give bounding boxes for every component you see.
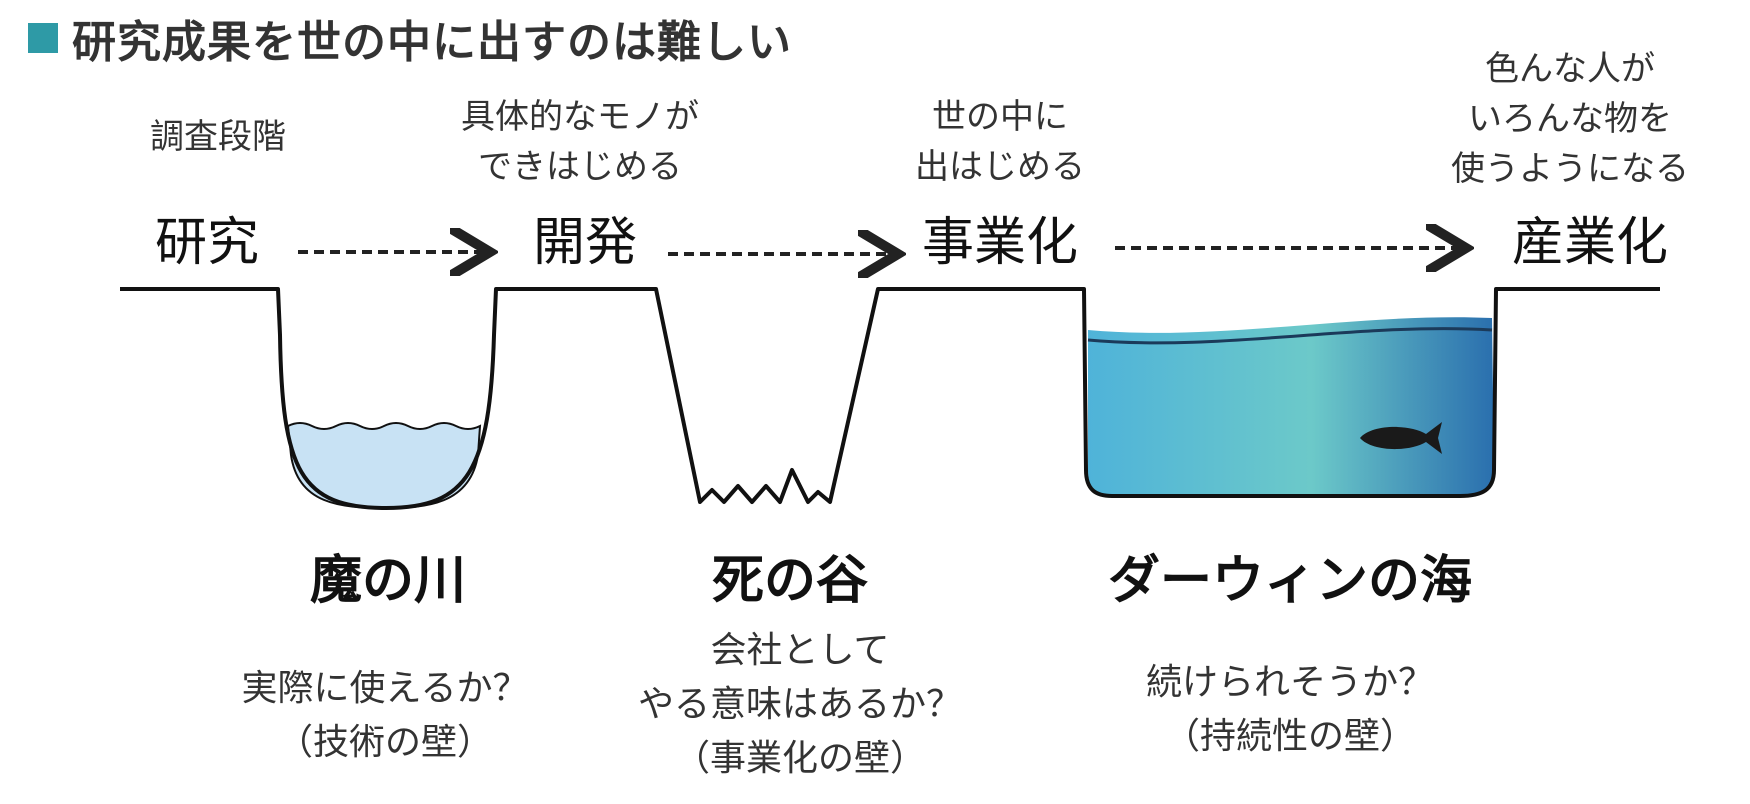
caption-line: 色んな人が: [1485, 49, 1655, 89]
question-sea: 続けられそうか？ （持続性の壁）: [1100, 656, 1480, 764]
stage-caption-industrialization: 色んな人が いろんな物を 使うようになる: [1400, 44, 1740, 194]
question-line: やる意味はあるか？: [637, 684, 962, 725]
question-line: （事業化の壁）: [673, 738, 926, 779]
caption-line: 出はじめる: [915, 147, 1085, 187]
question-river: 実際に使えるか？ （技術の壁）: [200, 662, 570, 770]
zone-sea: ダーウィンの海: [1107, 551, 1472, 611]
stage-caption-research: 調査段階: [128, 112, 308, 162]
zone-river: 魔の川: [309, 551, 466, 611]
caption-line: 調査段階: [150, 117, 286, 157]
caption-line: 使うようになる: [1451, 149, 1689, 189]
stage-research: 研究: [154, 213, 259, 273]
sea-water: [1088, 317, 1494, 496]
zone-valley: 死の谷: [711, 551, 868, 611]
page-title: 研究成果を世の中に出すのは難しい: [72, 17, 792, 68]
title-bar: 研究成果を世の中に出すのは難しい: [28, 10, 792, 68]
question-valley: 会社として やる意味はあるか？ （事業化の壁）: [600, 624, 1000, 786]
caption-line: いろんな物を: [1468, 99, 1672, 139]
question-line: （持続性の壁）: [1163, 716, 1416, 757]
question-line: （技術の壁）: [276, 722, 493, 763]
question-line: 会社として: [710, 630, 890, 671]
stage-commercialization: 事業化: [921, 213, 1078, 273]
stage-industrialization: 産業化: [1511, 213, 1668, 273]
square-bullet-icon: [28, 23, 58, 53]
river-water: [286, 422, 482, 510]
caption-line: 具体的なモノが: [461, 97, 699, 137]
caption-line: できはじめる: [478, 147, 682, 187]
caption-line: 世の中に: [932, 97, 1068, 137]
stage-development: 開発: [532, 213, 637, 273]
fish-icon: [1360, 422, 1442, 454]
sea-wave-line: [1087, 327, 1493, 345]
stage-caption-commercialization: 世の中に 出はじめる: [880, 92, 1120, 192]
question-line: 続けられそうか？: [1145, 662, 1434, 703]
stage-caption-development: 具体的なモノが できはじめる: [420, 92, 740, 192]
question-line: 実際に使えるか？: [241, 668, 529, 709]
ground-line: [120, 287, 1660, 510]
